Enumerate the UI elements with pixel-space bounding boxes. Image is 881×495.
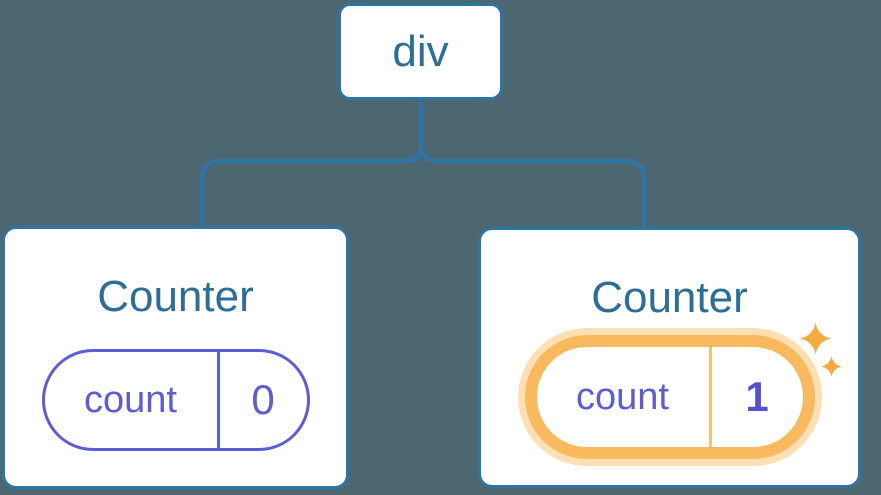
highlight-halo-ring: count 1: [517, 328, 822, 466]
counter-title: Counter: [97, 272, 254, 321]
state-value: 0: [251, 376, 275, 423]
state-key-cell: count: [537, 347, 709, 447]
counter-title: Counter: [591, 273, 748, 322]
root-node-div: div: [338, 3, 503, 100]
root-node-label: div: [392, 26, 449, 76]
state-key-label: count: [84, 378, 177, 421]
state-key-cell: count: [45, 352, 217, 448]
connector-left-branch: [199, 99, 424, 229]
counter-node-right: Counter count 1: [478, 227, 861, 488]
sparkle-icon: [821, 356, 842, 377]
highlight-ring: count 1: [524, 335, 815, 459]
state-pill-highlighted: count 1: [536, 347, 803, 447]
state-pill: count 0: [41, 349, 310, 451]
counter-node-left: Counter count 0: [2, 226, 349, 489]
state-value-cell: 1: [708, 347, 803, 447]
state-key-label: count: [576, 375, 669, 418]
connector-right-branch: [418, 99, 647, 230]
state-value-cell: 0: [216, 352, 307, 448]
state-value: 1: [745, 373, 769, 420]
sparkle-icon: [799, 322, 832, 355]
